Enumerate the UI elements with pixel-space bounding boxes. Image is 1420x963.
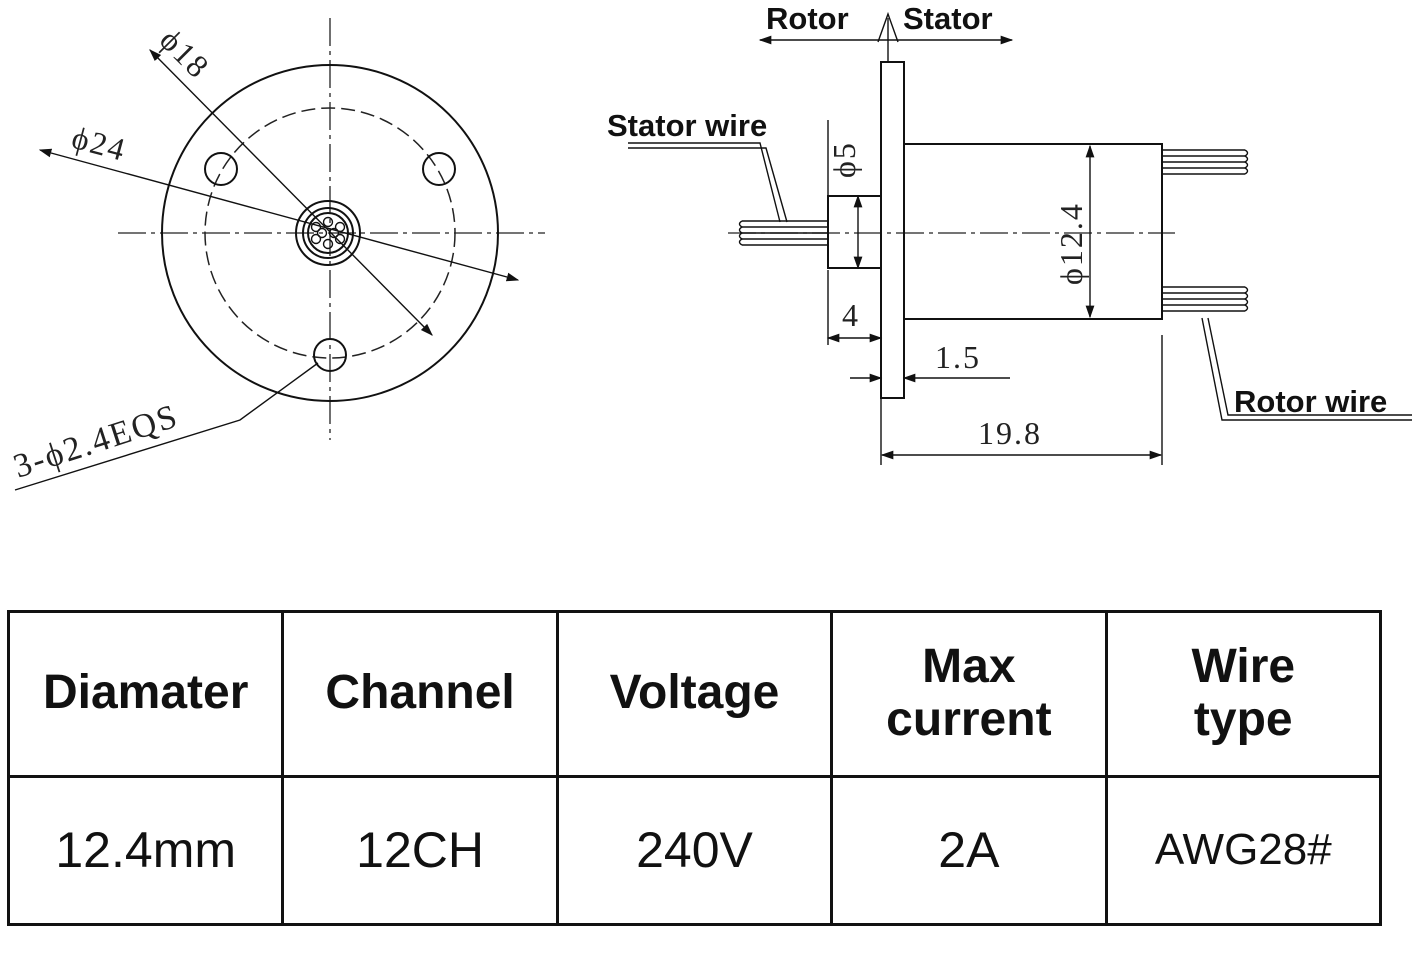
- stator-wire-bundle: [738, 220, 828, 246]
- value-diameter: 12.4mm: [6, 774, 285, 927]
- rotor-body: [903, 143, 1163, 320]
- rotor-wire-bundle-top: [1162, 149, 1249, 175]
- dim-outer-leader: [38, 148, 520, 282]
- header-wire-type: Wire type: [1104, 610, 1383, 778]
- spec-value-row: 12.4mm 12CH 240V 2A AWG28#: [6, 774, 1383, 927]
- dim-holes-leader: [14, 362, 319, 491]
- mounting-hole-3: [313, 338, 347, 372]
- dim-19-8-text: 19.8: [978, 415, 1042, 451]
- spec-header-row: Diamater Channel Voltage Max current Wir…: [6, 610, 1383, 778]
- rotor-wire-label: Rotor wire: [1234, 384, 1387, 419]
- value-wire-type: AWG28#: [1104, 774, 1383, 927]
- dim-holes-text: 3-ϕ2.4EQS: [9, 398, 183, 486]
- divider-tip: [877, 11, 899, 43]
- dim-1-5-text: 1.5: [935, 339, 981, 375]
- dim-pcd-text: ϕ18: [153, 21, 217, 85]
- header-wire-type-label: Wire type: [1191, 639, 1296, 746]
- stator-label: Stator: [903, 1, 993, 36]
- header-channel: Channel: [281, 610, 559, 778]
- technical-drawing: ϕ18 ϕ24 3-ϕ2.4EQS: [9, 1, 1412, 491]
- stator-wire-label: Stator wire: [607, 108, 767, 143]
- header-diameter: Diamater: [6, 610, 285, 778]
- spec-table: Diamater Channel Voltage Max current Wir…: [6, 610, 1383, 927]
- dim-pcd-leader: [149, 49, 433, 336]
- side-view: Rotor Stator Stator wire Rotor wire ϕ5 ϕ…: [607, 1, 1412, 465]
- dim-shaft-text: ϕ5: [826, 141, 862, 178]
- header-voltage: Voltage: [555, 610, 834, 778]
- value-voltage: 240V: [555, 774, 834, 927]
- header-max-current-label: Max current: [886, 639, 1052, 746]
- rotor-wire-bundle-bottom: [1162, 286, 1249, 312]
- header-max-current: Max current: [830, 610, 1108, 778]
- rotor-wire-leader-2: [1207, 317, 1412, 416]
- dim-4-text: 4: [842, 297, 860, 333]
- dim-body-text: ϕ12.4: [1053, 202, 1089, 285]
- mounting-hole-1: [204, 152, 238, 186]
- rotor-label: Rotor: [766, 1, 849, 36]
- front-view: ϕ18 ϕ24 3-ϕ2.4EQS: [9, 18, 545, 491]
- value-channel: 12CH: [281, 774, 559, 927]
- flange-plate: [880, 61, 905, 399]
- stator-wire-leader: [628, 142, 781, 223]
- value-max-current: 2A: [830, 774, 1108, 927]
- stator-shaft: [827, 195, 882, 269]
- stator-wire-leader-2: [628, 147, 788, 223]
- rotor-wire-leader: [1201, 317, 1412, 421]
- mounting-hole-2: [422, 152, 456, 186]
